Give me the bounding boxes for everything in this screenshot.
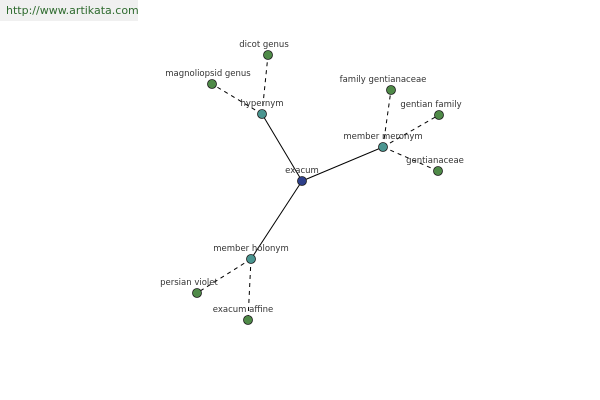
node-hypernym[interactable]: hypernym [240,99,284,119]
node-circle-exacum-affine[interactable] [243,315,253,325]
node-label-exacum[interactable]: exacum [285,166,319,176]
node-circle-gentianaceae[interactable] [433,166,443,176]
nodes-layer: exacum hypernym member meronym member holon… [160,40,464,325]
node-label-magnoliopsid-genus[interactable]: magnoliopsid genus [165,69,251,79]
node-circle-member-meronym[interactable] [378,142,388,152]
node-gentianaceae[interactable]: gentianaceae [406,156,464,176]
node-label-hypernym[interactable]: hypernym [240,99,283,109]
edges-layer [196,54,440,321]
node-persian-violet[interactable]: persian violet [160,278,219,298]
node-circle-magnoliopsid-genus[interactable] [207,79,217,89]
node-exacum[interactable]: exacum [285,166,319,186]
node-circle-dicot-genus[interactable] [263,50,273,60]
node-circle-member-holonym[interactable] [246,254,256,264]
node-circle-persian-violet[interactable] [192,288,202,298]
node-label-family-gentianaceae[interactable]: family gentianaceae [340,75,427,85]
edge-member-meronym-gentian-family [382,114,440,148]
node-label-member-meronym[interactable]: member meronym [343,132,422,142]
node-circle-family-gentianaceae[interactable] [386,85,396,95]
edge-member-holonym-exacum-affine [247,258,252,321]
edge-member-meronym-family-gentianaceae [382,89,392,148]
edge-hypernym-magnoliopsid-genus [211,83,263,115]
edge-exacum-member-holonym [250,180,303,260]
node-circle-hypernym[interactable] [257,109,267,119]
node-exacum-affine[interactable]: exacum affine [213,305,273,325]
node-member-holonym[interactable]: member holonym [213,244,289,264]
edge-hypernym-dicot-genus [261,54,269,115]
node-circle-exacum[interactable] [297,176,307,186]
edge-member-holonym-persian-violet [196,258,252,294]
edge-member-meronym-gentianaceae [382,146,439,172]
node-dicot-genus[interactable]: dicot genus [239,40,289,60]
node-label-dicot-genus[interactable]: dicot genus [239,40,289,50]
node-magnoliopsid-genus[interactable]: magnoliopsid genus [165,69,251,89]
node-label-gentian-family[interactable]: gentian family [400,100,461,110]
edge-exacum-member-meronym [301,146,384,182]
node-family-gentianaceae[interactable]: family gentianaceae [340,75,427,95]
node-label-persian-violet[interactable]: persian violet [160,278,218,288]
node-member-meronym[interactable]: member meronym [343,132,423,152]
node-label-member-holonym[interactable]: member holonym [213,244,288,254]
node-circle-gentian-family[interactable] [434,110,444,120]
site-link[interactable]: http://www.artikata.com [0,0,138,21]
edge-exacum-hypernym [261,113,303,182]
node-label-gentianaceae[interactable]: gentianaceae [406,156,464,166]
node-label-exacum-affine[interactable]: exacum affine [213,305,273,315]
node-gentian-family[interactable]: gentian family [400,100,462,120]
